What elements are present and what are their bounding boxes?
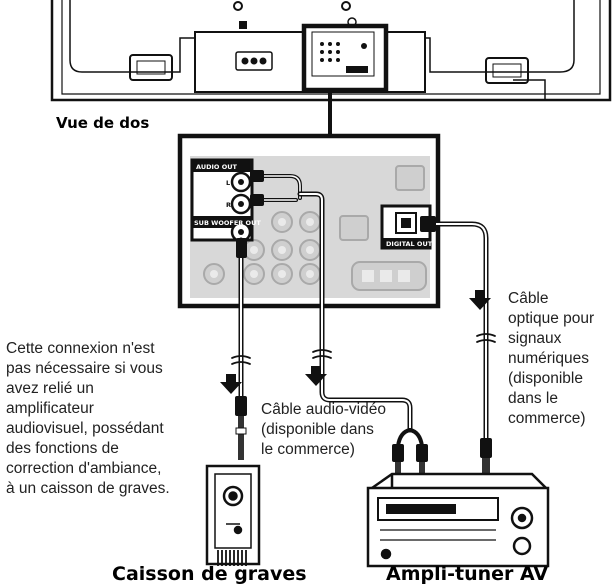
cables [231,174,496,448]
av-cable-line: le commerce) [261,441,355,458]
note-line: Cette connexion n'est [6,340,155,357]
optical-cable-line: commerce) [508,410,586,427]
optical-cable-label: Câble optique pour signaux numériques (d… [508,289,594,429]
sub-woofer-out-label: SUB WOOFER OUT [194,219,261,227]
note-text: Cette connexion n'est pas nécessaire si … [6,339,170,499]
optical-cable-line: Câble [508,290,549,307]
left-channel-label: L [226,179,230,187]
view-label: Vue de dos [56,114,150,132]
subwoofer-label: Caisson de graves [112,563,307,585]
tv-rear-view [50,0,612,102]
optical-cable-line: (disponible [508,370,583,387]
arrow-down-icon [305,366,327,386]
av-cable-line: (disponible dans [261,421,374,438]
note-line: pas nécessaire si vous [6,360,163,377]
panel-labels: AUDIO OUT SUB WOOFER OUT L R DIGITAL OUT [194,163,433,248]
av-receiver-device [366,472,550,568]
note-line: amplificateur [6,400,94,417]
note-line: des fonctions de [6,440,119,457]
optical-cable-line: optique pour [508,310,595,327]
optical-cable-line: signaux [508,330,562,347]
direction-arrows [220,290,491,394]
subwoofer-device [205,464,261,566]
note-line: avez relié un [6,380,94,397]
digital-out-label: DIGITAL OUT [386,240,433,248]
note-line: à un caisson de graves. [6,480,170,497]
note-line: audiovisuel, possédant [6,420,164,437]
note-line: correction d'ambiance, [6,460,162,477]
optical-cable-line: numériques [508,350,589,367]
receiver-label: Ampli-tuner AV [386,563,549,585]
right-channel-label: R [226,201,231,209]
audio-out-label: AUDIO OUT [196,163,238,171]
av-cable-line: Câble audio-vidéo [261,401,386,418]
optical-cable-line: dans le [508,390,558,407]
arrow-down-icon [469,290,491,310]
plugs [235,170,492,476]
arrow-down-icon [220,374,242,394]
av-cable-label: Câble audio-vidéo (disponible dans le co… [261,400,386,460]
